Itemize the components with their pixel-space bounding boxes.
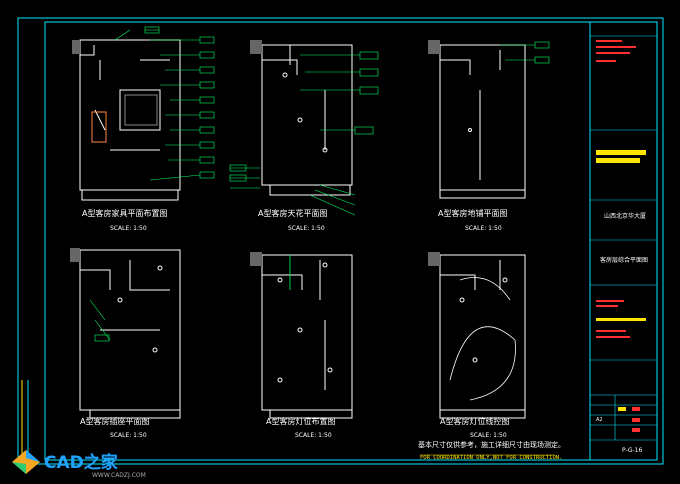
panel-scale-socket: SCALE: 1:50 xyxy=(110,432,147,439)
panel-socket-plan xyxy=(70,248,181,419)
panel-scale-switch: SCALE: 1:50 xyxy=(470,432,507,439)
panel2-tags xyxy=(229,51,379,216)
panel-title-ceiling: A型客房天花平面图 xyxy=(258,209,328,218)
panel-title-floor: A型客房地铺平面图 xyxy=(438,209,508,218)
panel4-tags xyxy=(89,299,111,342)
panel3-tags xyxy=(500,41,550,64)
cad-logo-icon xyxy=(12,450,40,474)
note-english: FOR COORDINATION ONLY,NOT FOR CONSTRUCTI… xyxy=(420,455,563,461)
panel-ceiling-plan xyxy=(250,40,353,196)
panel-title-switch: A型客房灯位线控图 xyxy=(440,417,510,426)
sheet-number: P-G-16 xyxy=(622,447,643,454)
logo-brand: CAD之家 xyxy=(44,453,118,473)
drawing-name: 客房层综合平面图 xyxy=(600,257,649,264)
logo-url: WWW.CADZJ.COM xyxy=(92,472,146,479)
outer-frame xyxy=(17,17,664,465)
panel-scale-lighting: SCALE: 1:50 xyxy=(295,432,332,439)
titleblock-color-bars xyxy=(596,40,646,432)
titleblock xyxy=(590,35,657,441)
panel-furniture-plan xyxy=(72,39,181,201)
panel1-tags xyxy=(114,26,215,181)
sheet-size: A2 xyxy=(596,417,603,423)
panel-scale-floor: SCALE: 1:50 xyxy=(465,225,502,232)
inner-frame xyxy=(44,21,658,461)
panel-scale-ceiling: SCALE: 1:50 xyxy=(288,225,325,232)
panel-title-furniture: A型客房家具平面布置图 xyxy=(82,209,168,218)
project-name: 山西北京华大厦 xyxy=(604,213,647,220)
panel-lighting-plan xyxy=(250,252,353,419)
note-chinese: 基本尺寸仅供参考，施工详细尺寸由现场测定。 xyxy=(418,441,565,449)
panel-floor-plan xyxy=(428,40,526,199)
panel-scale-furniture: SCALE: 1:50 xyxy=(110,225,147,232)
panel-title-lighting: A型客房灯位布置图 xyxy=(266,417,336,426)
panel-title-socket: A型客房插座平面图 xyxy=(80,417,150,426)
panel-switch-plan xyxy=(428,252,526,419)
